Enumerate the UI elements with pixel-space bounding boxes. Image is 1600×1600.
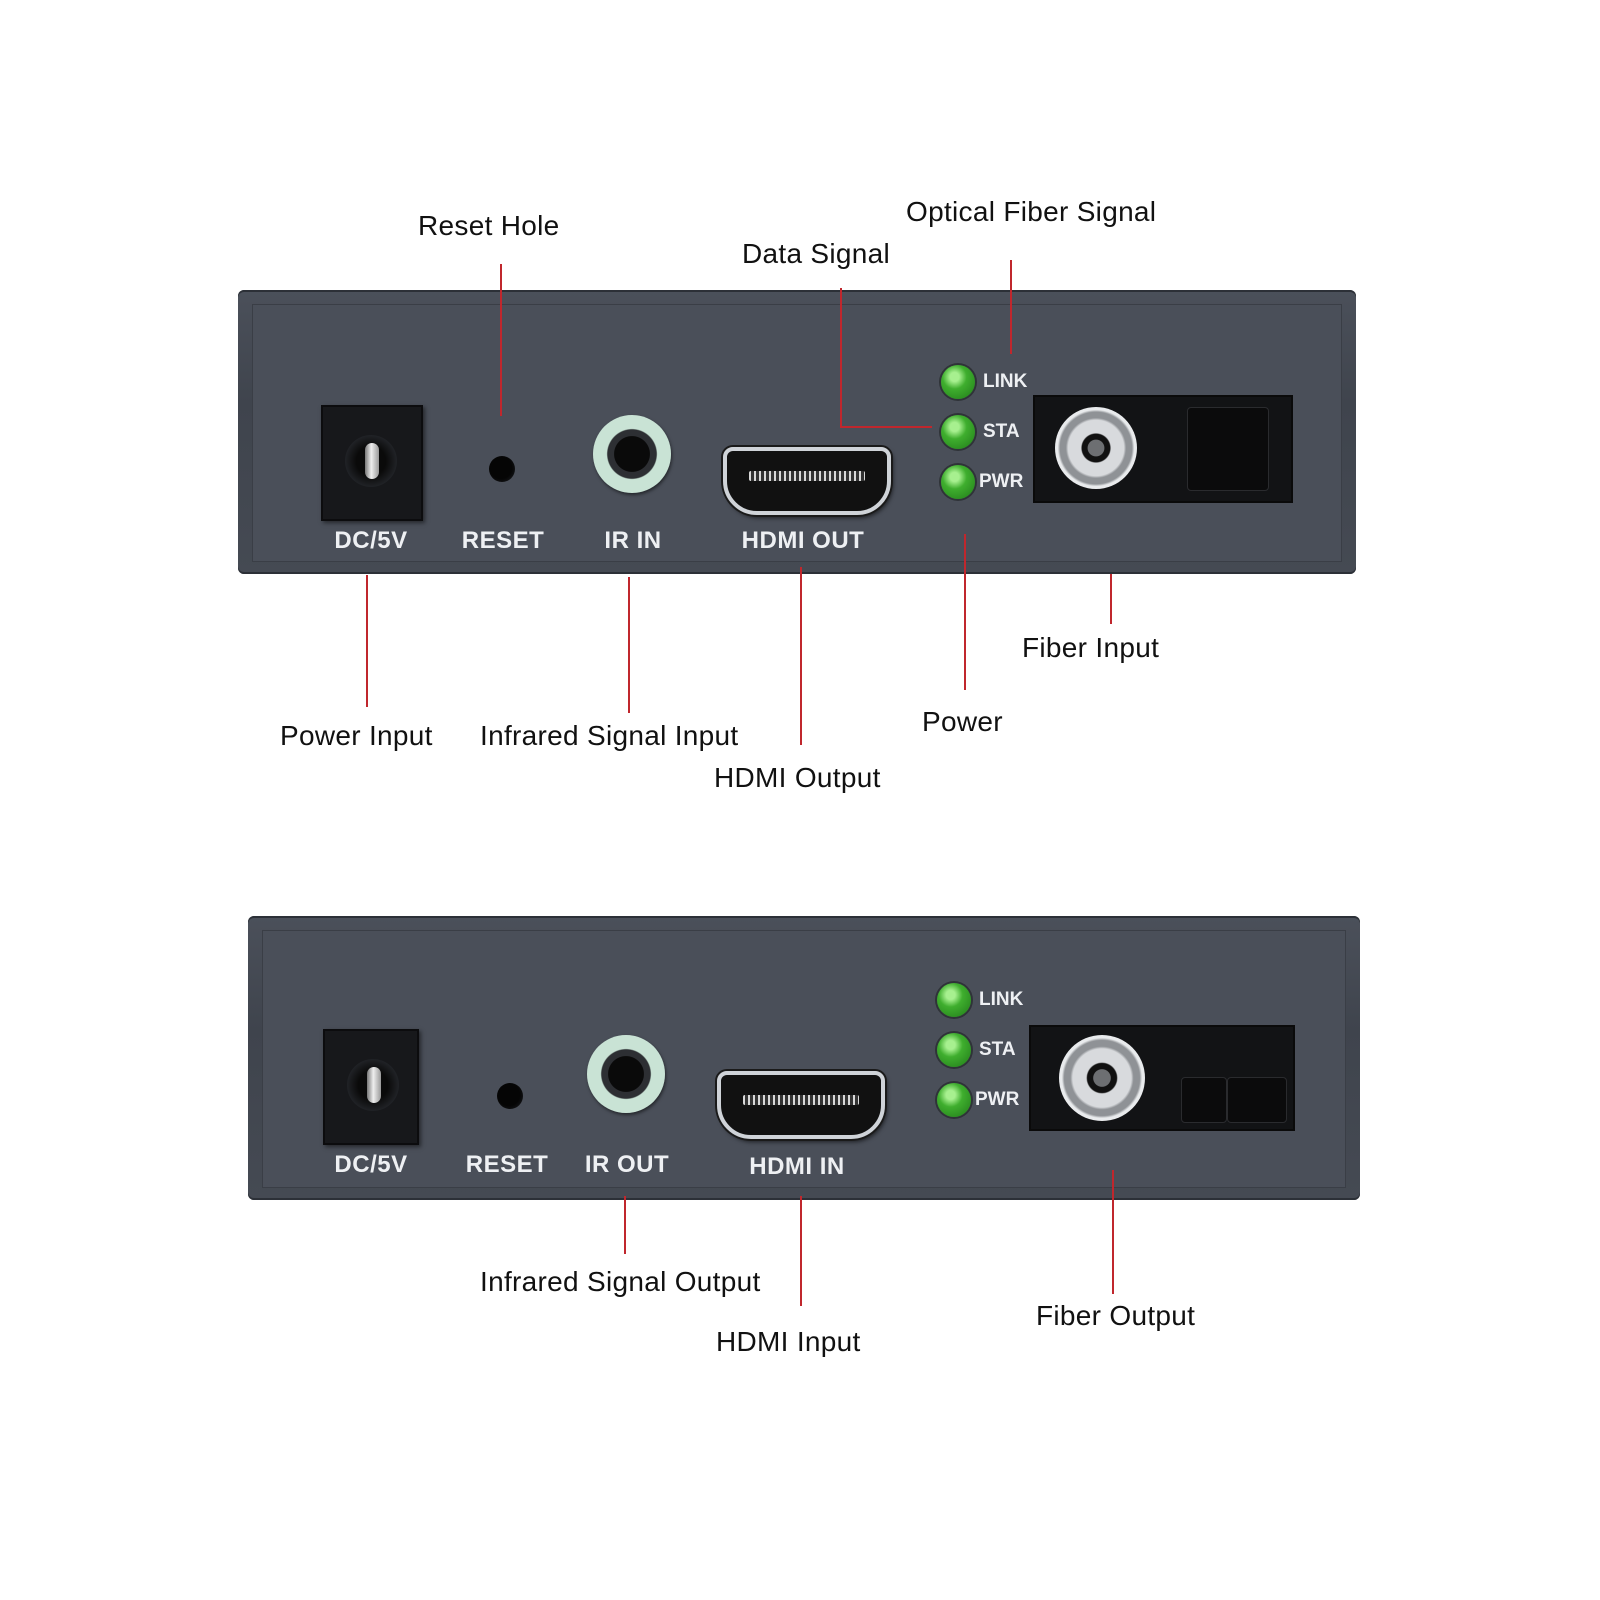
leader-hdmi-input (800, 1196, 802, 1306)
callout-hdmi-output: HDMI Output (714, 762, 881, 793)
fiber-output-connector (1059, 1035, 1145, 1121)
dc-jack-pin (365, 443, 379, 479)
fiber-input-module (1033, 395, 1293, 503)
silk-reset: RESET (461, 527, 545, 554)
transmitter-device: DC/5V RESET IR OUT HDMI IN LINK STA PWR (248, 916, 1360, 1200)
dc-power-jack (321, 405, 423, 521)
led-link-indicator (937, 983, 971, 1017)
reset-hole (489, 456, 515, 482)
callout-infrared-signal-output: Infrared Signal Output (480, 1266, 761, 1297)
leader-data-signal-v (840, 288, 842, 428)
silk-link: LINK (983, 371, 1028, 392)
callout-infrared-signal-input: Infrared Signal Input (480, 720, 739, 751)
callout-fiber-input: Fiber Input (1022, 632, 1160, 663)
callout-reset-hole: Reset Hole (418, 210, 560, 241)
leader-optical-fiber-signal (1010, 260, 1012, 354)
silk-dc5v: DC/5V (334, 527, 408, 554)
silk-sta: STA (983, 421, 1020, 442)
dc-power-jack (323, 1029, 419, 1145)
silk-ir-out: IR OUT (584, 1151, 670, 1178)
callout-optical-fiber-signal: Optical Fiber Signal (906, 196, 1157, 227)
fiber-output-latch-left (1181, 1077, 1227, 1123)
hdmi-out-port (723, 447, 891, 515)
hdmi-in-port (717, 1071, 885, 1139)
led-link-indicator (941, 365, 975, 399)
led-pwr-indicator (941, 465, 975, 499)
silk-pwr: PWR (979, 471, 1024, 492)
ir-in-jack (593, 415, 671, 493)
fiber-port-dust-cap (1187, 407, 1269, 491)
leader-infrared-signal-output (624, 1196, 626, 1254)
leader-infrared-signal-input (628, 577, 630, 713)
fiber-output-latch-right (1227, 1077, 1287, 1123)
silk-link: LINK (979, 989, 1024, 1010)
leader-hdmi-output (800, 567, 802, 745)
silk-ir-in: IR IN (604, 527, 662, 554)
callout-fiber-output: Fiber Output (1036, 1300, 1196, 1331)
led-sta-indicator (937, 1033, 971, 1067)
silk-sta: STA (979, 1039, 1016, 1060)
dc-jack-pin (367, 1067, 381, 1103)
hdmi-out-contacts (749, 471, 865, 481)
receiver-front-panel: DC/5V RESET IR IN HDMI OUT LINK STA PWR (252, 304, 1342, 562)
transmitter-front-panel: DC/5V RESET IR OUT HDMI IN LINK STA PWR (262, 930, 1346, 1188)
silk-reset: RESET (465, 1151, 549, 1178)
callout-hdmi-input: HDMI Input (716, 1326, 861, 1357)
silk-hdmi-in: HDMI IN (749, 1153, 845, 1180)
fiber-input-connector (1055, 407, 1137, 489)
ir-out-jack (587, 1035, 665, 1113)
callout-data-signal: Data Signal (742, 238, 891, 269)
receiver-device: DC/5V RESET IR IN HDMI OUT LINK STA PWR (238, 290, 1356, 574)
leader-data-signal-h (840, 426, 932, 428)
callout-power-input: Power Input (280, 720, 433, 751)
led-sta-indicator (941, 415, 975, 449)
leader-power-input (366, 575, 368, 707)
leader-fiber-input (1110, 574, 1112, 624)
callout-power: Power (922, 706, 1003, 737)
fiber-output-module (1029, 1025, 1295, 1131)
silk-hdmi-out: HDMI OUT (741, 527, 865, 554)
silk-pwr: PWR (975, 1089, 1020, 1110)
reset-hole (497, 1083, 523, 1109)
leader-power-led (964, 534, 966, 690)
leader-fiber-output (1112, 1170, 1114, 1294)
hdmi-in-contacts (743, 1095, 859, 1105)
led-pwr-indicator (937, 1083, 971, 1117)
silk-dc5v: DC/5V (334, 1151, 408, 1178)
leader-reset-hole (500, 264, 502, 416)
